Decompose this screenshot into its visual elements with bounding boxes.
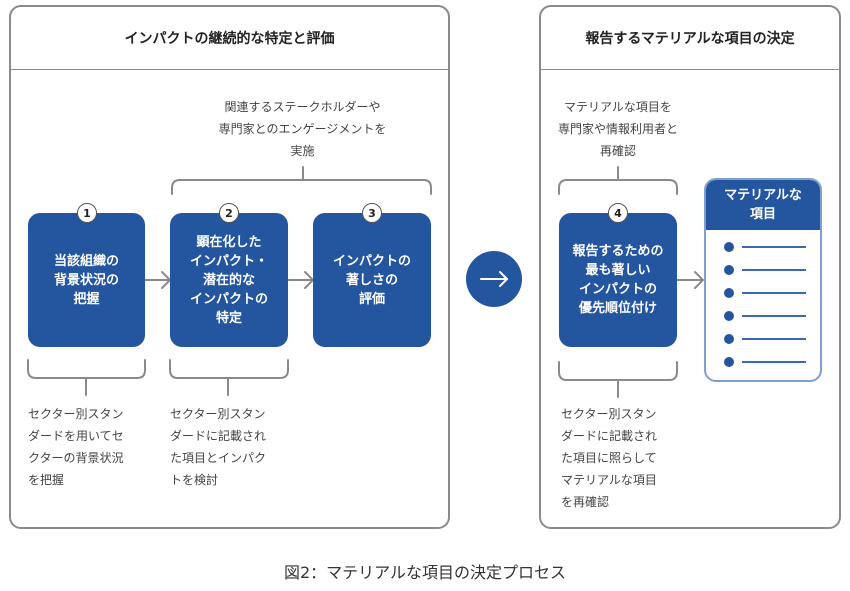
top-bracket [171, 179, 432, 195]
reconfirm-note: マテリアルな項目を 専門家や情報利用者と 再確認 [557, 100, 678, 158]
step-1-number-badge: 1 [77, 203, 97, 223]
bullet-icon [724, 311, 734, 321]
top-bracket-4 [558, 179, 678, 195]
list-item [724, 288, 810, 298]
placeholder-line [742, 292, 806, 294]
panel-title: インパクトの継続的な特定と評価 [11, 7, 448, 70]
bullet-icon [724, 242, 734, 252]
arrow-right-icon [466, 251, 522, 307]
figure-caption: 図2：マテリアルな項目の決定プロセス [283, 563, 567, 582]
placeholder-line [742, 246, 806, 248]
list-item [724, 334, 810, 344]
placeholder-line [742, 361, 806, 363]
material-topics-list: マテリアルな 項目 [704, 178, 822, 382]
step-2-box: 顕在化した インパクト・ 潜在的な インパクトの 特定 [170, 213, 288, 347]
list-item [724, 311, 810, 321]
panel-title: 報告するマテリアルな項目の決定 [541, 7, 839, 70]
step-1-box: 当該組織の 背景状況の 把握 [28, 213, 145, 347]
arrow-1-to-2 [144, 271, 171, 289]
placeholder-line [742, 315, 806, 317]
list-item [724, 242, 810, 252]
sector-standard-note-2: セクター別スタン ダードに記載され た項目とインパク トを検討 [170, 407, 267, 487]
step-4-number-badge: 4 [608, 203, 628, 223]
step-4-box: 報告するための 最も著しい インパクトの 優先順位付け [559, 213, 677, 347]
list-item [724, 357, 810, 367]
sector-standard-note-1: セクター別スタン ダードを用いてセ クターの背景状況 を把握 [28, 407, 124, 487]
bottom-bracket-1 [27, 359, 146, 379]
arrow-2-to-3 [287, 271, 314, 289]
bullet-icon [724, 334, 734, 344]
bullet-icon [724, 357, 734, 367]
step-2-number-badge: 2 [219, 203, 239, 223]
material-topics-title: マテリアルな 項目 [706, 180, 820, 230]
step-3-box: インパクトの 著しさの 評価 [313, 213, 431, 347]
bullet-icon [724, 265, 734, 275]
arrow-4-to-material [676, 271, 704, 289]
placeholder-line [742, 338, 806, 340]
list-item [724, 265, 810, 275]
bottom-bracket-2 [169, 359, 289, 379]
engagement-note: 関連するステークホルダーや 専門家とのエンゲージメントを 実施 [218, 100, 387, 158]
sector-standard-note-4: セクター別スタン ダードに記載され た項目に照らして マテリアルな項目 を再確認 [561, 407, 658, 509]
bottom-bracket-4 [558, 361, 678, 381]
bullet-icon [724, 288, 734, 298]
step-3-number-badge: 3 [362, 203, 382, 223]
placeholder-line [742, 269, 806, 271]
